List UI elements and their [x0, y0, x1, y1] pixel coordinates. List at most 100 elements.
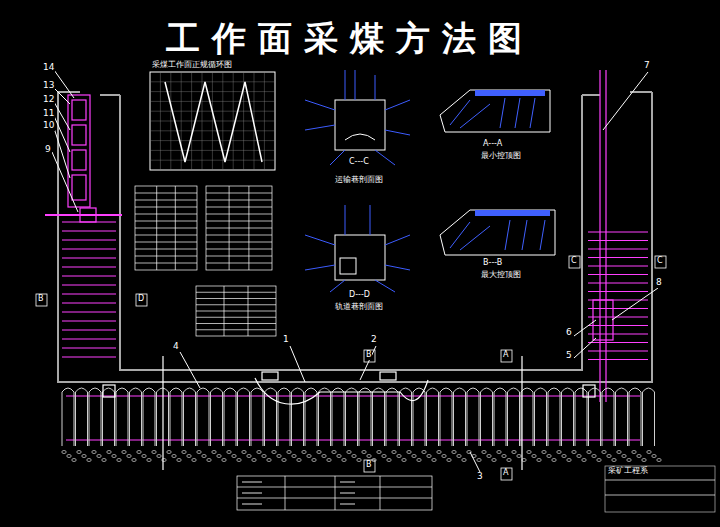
support-unit — [305, 388, 317, 446]
support-unit — [373, 388, 385, 446]
gravel-stone — [367, 455, 371, 458]
table-rule — [248, 186, 249, 270]
table-frame — [206, 186, 272, 270]
callout-number: 5 — [565, 351, 573, 361]
grid-line — [202, 72, 203, 170]
gravel-stone — [267, 459, 271, 462]
support-stripe — [588, 317, 648, 318]
marker-box — [136, 294, 147, 306]
support-stripe — [588, 291, 648, 292]
gravel-stone — [152, 451, 156, 454]
table-rule — [175, 186, 176, 270]
node-text: 采矿工程系 — [607, 467, 649, 476]
legend-samples — [242, 482, 355, 504]
callout-number: 8 — [655, 278, 663, 288]
section-marker: B — [366, 461, 372, 470]
gravel-stone — [262, 455, 266, 458]
support-unit — [265, 388, 277, 446]
gravel-stone — [482, 451, 486, 454]
legend-table — [237, 476, 432, 510]
title-block-rule — [605, 480, 715, 481]
roadway-sections — [305, 70, 410, 292]
callout-number: 14 — [42, 63, 55, 73]
gravel-stone — [552, 459, 556, 462]
section-marker: C — [571, 257, 577, 266]
gravel-stone — [507, 459, 511, 462]
gravel-stone — [172, 455, 176, 458]
support-stripe — [588, 359, 648, 360]
gravel-stone — [292, 455, 296, 458]
cycle-chart: 采煤工作面正规循环图 — [150, 61, 232, 70]
table-rule — [206, 263, 272, 264]
gravel-stone — [577, 455, 581, 458]
leader — [574, 72, 658, 358]
support-unit — [170, 388, 182, 446]
title-block-frame — [605, 466, 715, 512]
marker-box — [655, 256, 666, 268]
cycle-curve — [165, 82, 262, 162]
support-stripe — [62, 348, 116, 349]
gravel-stone — [652, 455, 656, 458]
gravel-stone — [587, 451, 591, 454]
grid-line — [181, 72, 182, 170]
roadway-outer — [58, 92, 652, 382]
grid-line — [212, 72, 213, 170]
gravel-stone — [72, 459, 76, 462]
support-unit — [184, 388, 196, 446]
support-unit — [76, 388, 88, 446]
bolts — [305, 205, 410, 292]
gravel-stone — [617, 451, 621, 454]
table-rule — [206, 242, 272, 243]
section-markers — [36, 256, 666, 480]
callout-number: 6 — [565, 328, 573, 338]
gravel-stone — [487, 455, 491, 458]
table-rule — [229, 186, 230, 270]
gravel-stone — [537, 459, 541, 462]
gravel-stone — [112, 455, 116, 458]
gravel-stone — [272, 451, 276, 454]
gravel-stone — [242, 451, 246, 454]
gravel-stone — [102, 459, 106, 462]
table-rule — [206, 221, 272, 222]
callout-number: 2 — [370, 335, 378, 345]
section-marker: A — [503, 351, 508, 360]
support-stripe — [588, 240, 648, 241]
gravel-stone — [562, 455, 566, 458]
gravel-stone — [422, 451, 426, 454]
gravel-stone — [322, 455, 326, 458]
legend-frame — [237, 476, 432, 510]
support-unit — [238, 388, 250, 446]
gravel-stone — [602, 451, 606, 454]
table-rule — [206, 214, 272, 215]
gravel-stone — [512, 451, 516, 454]
table-rule — [206, 228, 272, 229]
section-marker: B — [38, 295, 44, 304]
gravel-stone — [182, 451, 186, 454]
roof-control — [440, 90, 555, 255]
section-caption: A---A — [482, 140, 503, 149]
gravel-stone — [397, 455, 401, 458]
gravel-stone — [212, 451, 216, 454]
gravel-stone — [392, 451, 396, 454]
gravel-stone — [572, 451, 576, 454]
gravel-stone — [517, 455, 521, 458]
support-stripe — [62, 231, 116, 232]
table-rule — [196, 311, 276, 312]
section-marker: A — [503, 469, 508, 478]
gravel-stone — [337, 455, 341, 458]
gravel-stone — [157, 455, 161, 458]
table-rule — [196, 323, 276, 324]
gravel-stone — [247, 455, 251, 458]
section-marker: B — [366, 351, 372, 360]
section-cc — [335, 100, 385, 150]
gravel-stone — [592, 455, 596, 458]
equipment-part — [72, 125, 86, 145]
rail-line — [599, 70, 600, 402]
gravel-stone — [237, 459, 241, 462]
gravel-stone — [627, 459, 631, 462]
gob-gravel — [62, 451, 661, 462]
gravel-stone — [607, 455, 611, 458]
support-stripe — [62, 312, 116, 313]
support-unit — [292, 388, 304, 446]
gravel-stone — [637, 455, 641, 458]
